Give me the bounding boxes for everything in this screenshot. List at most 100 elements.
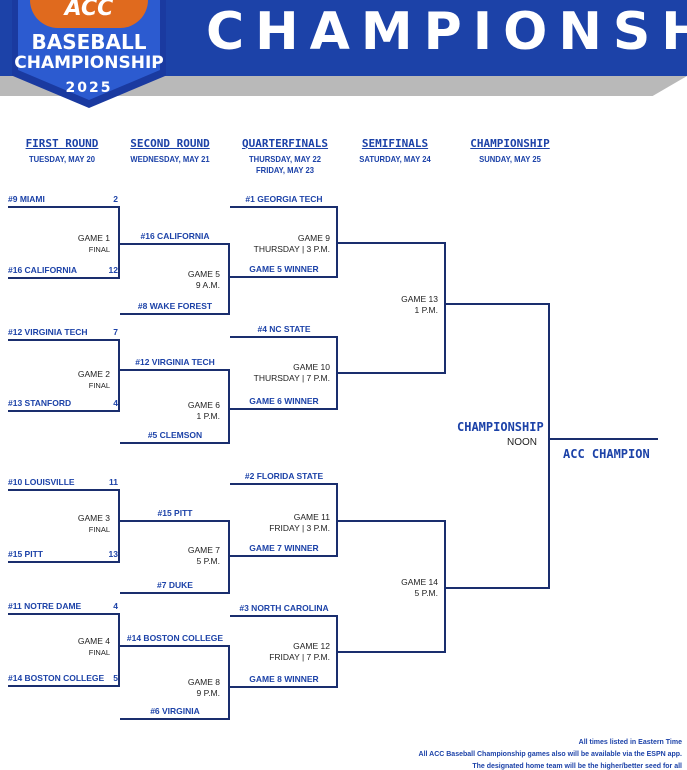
team-score: 2 [113,194,118,204]
team-name: #14 BOSTON COLLEGE [8,673,105,683]
round-header-championship: CHAMPIONSHIP SUNDAY, MAY 25 [460,137,560,165]
bracket-connector [336,372,446,374]
team-name: #10 LOUISVILLE [8,477,75,487]
bracket-connector [336,651,446,653]
team-name: GAME 6 WINNER [249,396,319,406]
game-info: GAME 1 FINAL [40,233,110,255]
team-slot: #15 PITT [120,508,230,522]
game-status: FINAL [88,648,110,657]
game-label: GAME 4 [77,636,110,646]
footer-note: All times listed in Eastern Time [578,739,682,746]
game-info: GAME 14 5 P.M. [360,577,438,599]
bracket-connector [228,369,230,444]
game-info: GAME 2 FINAL [40,369,110,391]
acc-champion-label: ACC CHAMPION [563,447,650,461]
team-slot: #1 GEORGIA TECH [230,194,338,208]
bracket-connector [228,520,230,594]
team-name: #16 CALIFORNIA [8,265,77,275]
round-name: CHAMPIONSHIP [470,137,550,150]
team-score: 4 [113,601,118,611]
game-time: THURSDAY | 3 P.M. [253,244,330,254]
round-date: TUESDAY, MAY 20 [28,154,96,164]
game-time: FRIDAY | 7 P.M. [269,652,330,662]
game-status: FINAL [88,245,110,254]
team-name: #14 BOSTON COLLEGE [126,633,224,643]
round-header-semifinals: SEMIFINALS SATURDAY, MAY 24 [345,137,445,165]
game-time: 1 P.M. [196,411,220,421]
team-name: #7 DUKE [157,580,193,590]
team-name: #9 MIAMI [8,194,45,204]
team-slot: #13 STANFORD 4 [8,398,120,412]
round-date: WEDNESDAY, MAY 21 [130,154,210,164]
logo-line-championship: CHAMPIONSHIP [14,53,164,73]
bracket-connector [118,206,120,279]
team-slot: #16 CALIFORNIA 12 [8,265,120,279]
team-name: #16 CALIFORNIA [140,231,210,241]
team-name: #5 CLEMSON [147,430,203,440]
game-info: GAME 9 THURSDAY | 3 P.M. [240,233,330,255]
footer-note: The designated home team will be the hig… [472,763,682,770]
page-title: CHAMPIONSHIP [206,2,687,62]
game-info: GAME 8 9 P.M. [150,677,220,699]
team-name: #3 NORTH CAROLINA [239,603,329,613]
round-date: SUNDAY, MAY 25 [479,154,541,164]
game-info: GAME 3 FINAL [40,513,110,535]
bracket-connector [444,520,446,653]
team-name: #1 GEORGIA TECH [245,194,323,204]
team-slot: #6 VIRGINIA [120,706,230,720]
bracket-connector [228,645,230,720]
team-name: #2 FLORIDA STATE [244,471,324,481]
game-label: GAME 2 [77,369,110,379]
game-label: GAME 6 [187,400,220,410]
game-info: GAME 5 9 A.M. [150,269,220,291]
game-time: 5 P.M. [414,588,438,598]
game-label: GAME 13 [401,294,438,304]
team-slot: #14 BOSTON COLLEGE [120,633,230,647]
acc-baseball-logo: ACC BASEBALL CHAMPIONSHIP 2025 [6,0,176,114]
bracket-connector [444,303,550,305]
bracket-connector [444,587,550,589]
team-slot: #14 BOSTON COLLEGE 5 [8,673,120,687]
game-label: GAME 3 [77,513,110,523]
game-time: 1 P.M. [414,305,438,315]
round-name: FIRST ROUND [25,137,99,150]
game-time: 5 P.M. [196,556,220,566]
team-name: #13 STANFORD [8,398,72,408]
bracket-connector [548,438,658,440]
team-name: #6 VIRGINIA [150,706,200,716]
game-label: GAME 1 [77,233,110,243]
team-slot: #7 DUKE [120,580,230,594]
bracket-connector [548,303,550,589]
team-name: GAME 7 WINNER [249,543,319,553]
team-slot: #9 MIAMI 2 [8,194,120,208]
bracket-connector [336,520,446,522]
game-info: GAME 4 FINAL [40,636,110,658]
team-name: #11 NOTRE DAME [8,601,82,611]
game-label: GAME 9 [297,233,330,243]
team-slot: GAME 7 WINNER [230,543,338,557]
round-date: THURSDAY, MAY 22 [249,154,321,164]
team-score: 7 [113,327,118,337]
team-slot: #12 VIRGINIA TECH [120,357,230,371]
bracket-connector [228,243,230,315]
round-name: SEMIFINALS [361,137,429,150]
team-slot: GAME 6 WINNER [230,396,338,410]
team-name: #4 NC STATE [257,324,311,334]
team-slot: #8 WAKE FOREST [120,301,230,315]
round-header-first: FIRST ROUND TUESDAY, MAY 20 [12,137,112,165]
championship-title: CHAMPIONSHIP [457,420,544,434]
round-date-2: FRIDAY, MAY 23 [256,165,314,175]
round-name: SECOND ROUND [130,137,210,150]
game-label: GAME 11 [293,512,330,522]
game-info: GAME 11 FRIDAY | 3 P.M. [240,512,330,534]
game-time: FRIDAY | 3 P.M. [269,523,330,533]
team-score: 13 [108,549,118,559]
bracket-connector [336,242,446,244]
game-label: GAME 8 [187,677,220,687]
logo-line-baseball: BASEBALL [31,30,147,54]
round-date: SATURDAY, MAY 24 [359,154,431,164]
team-slot: #5 CLEMSON [120,430,230,444]
team-slot: #4 NC STATE [230,324,338,338]
round-name: QUARTERFINALS [241,137,329,150]
team-name: #12 VIRGINIA TECH [135,357,215,367]
